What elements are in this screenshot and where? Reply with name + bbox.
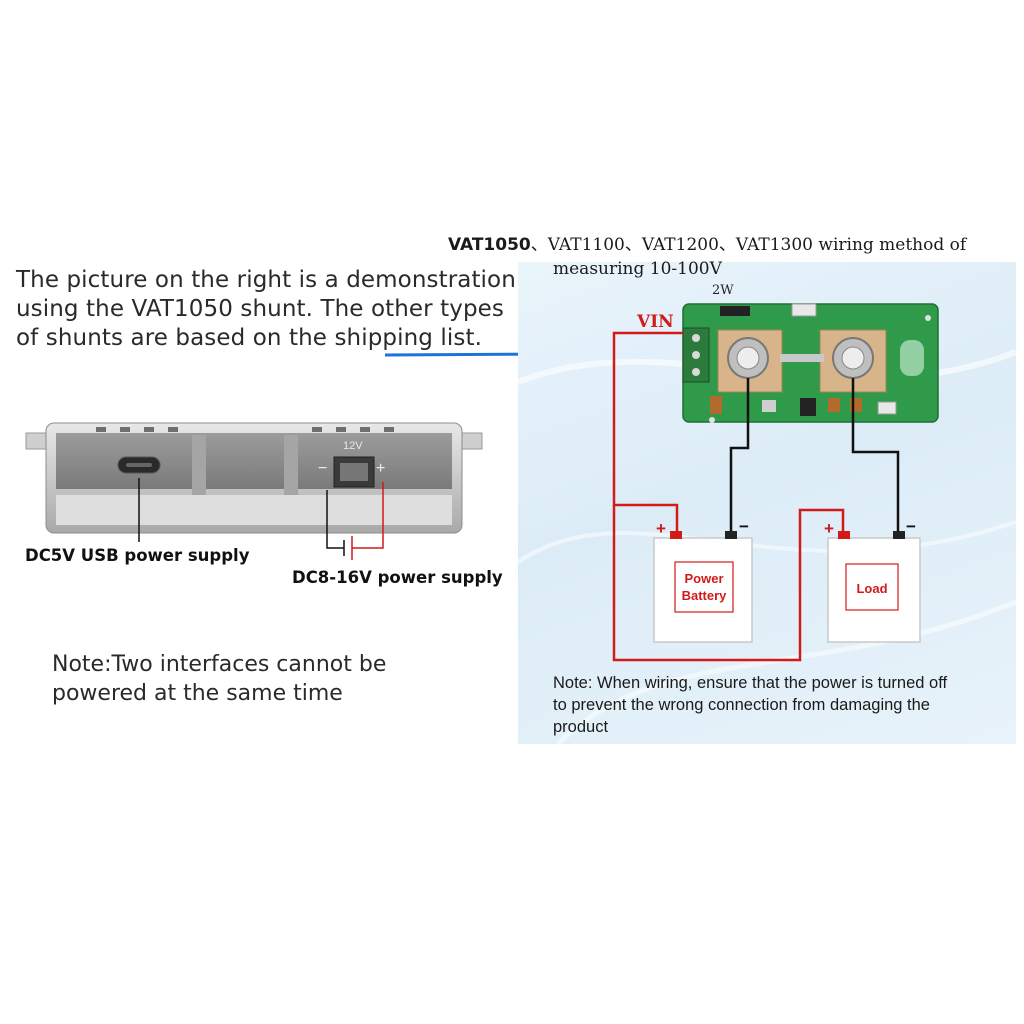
load-label: Load [856, 581, 888, 596]
port-plus-label: + [376, 460, 386, 477]
wiring-note-line: Note: When wiring, ensure that the power… [553, 674, 948, 692]
battery-label-line1: Power [684, 571, 724, 586]
dc-power-label: DC8-16V power supply [292, 568, 503, 587]
battery-box [653, 537, 753, 643]
device-photo [25, 422, 483, 534]
port-minus-label: − [318, 460, 328, 477]
vin-label: VIN [637, 312, 674, 332]
load-plus-sign: + [824, 519, 834, 538]
intro-line: using the VAT1050 shunt. The other types [16, 296, 504, 322]
wiring-note-line: product [553, 718, 609, 736]
title-model: VAT1050 [448, 235, 531, 255]
load-minus-sign: − [906, 517, 916, 536]
usb-power-label: DC5V USB power supply [25, 546, 250, 565]
note-line: Note:Two interfaces cannot be [52, 652, 387, 677]
resistor-label: 2W [712, 283, 734, 298]
battery-minus-sign: − [739, 517, 749, 536]
battery-label: Power Battery [675, 570, 733, 604]
wiring-note-line: to prevent the wrong connection from dam… [553, 696, 930, 714]
load-box [827, 537, 921, 643]
intro-text: The picture on the right is a demonstrat… [16, 266, 516, 353]
battery-label-line2: Battery [681, 588, 727, 603]
wiring-note: Note: When wiring, ensure that the power… [553, 672, 1003, 738]
note-line: powered at the same time [52, 681, 343, 706]
intro-line: of shunts are based on the shipping list… [16, 325, 482, 351]
title-line2: measuring 10-100V [553, 259, 722, 279]
port-voltage-label: 12V [343, 440, 363, 452]
battery-plus-sign: + [656, 519, 666, 538]
intro-line: The picture on the right is a demonstrat… [16, 267, 516, 293]
title-models-rest: 、VAT1100、VAT1200、VAT1300 wiring method o… [530, 235, 967, 255]
diagram-title: VAT1050、VAT1100、VAT1200、VAT1300 wiring m… [448, 233, 1008, 281]
interface-note: Note:Two interfaces cannot be powered at… [52, 650, 472, 708]
